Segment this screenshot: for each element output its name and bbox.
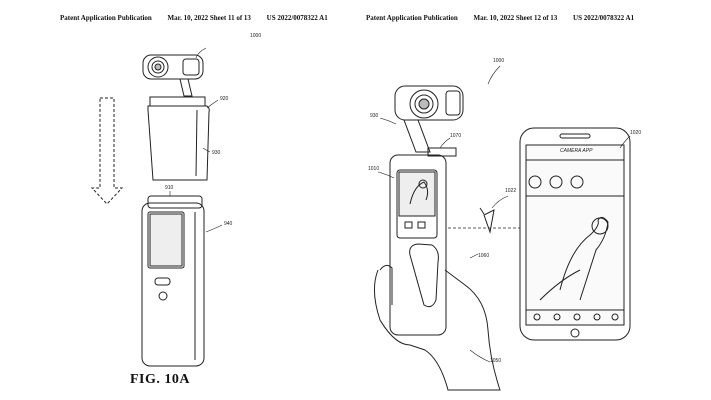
figure-caption: FIG. 10A [130, 372, 190, 387]
gimbal-camera-head [142, 54, 204, 97]
ref-numeral: 930 [370, 113, 379, 119]
date-sheet-label: Mar. 10, 2022 Sheet 12 of 13 [473, 14, 558, 22]
publication-label: Patent Application Publication [366, 14, 458, 22]
dashed-assembly-arrow [90, 97, 124, 205]
ref-numeral: 1022 [505, 188, 517, 194]
ref-numeral: 1000 [493, 58, 505, 64]
ref-numeral: 1060 [478, 253, 490, 259]
leader-lines-left [169, 47, 223, 233]
ref-numeral: 1000 [250, 33, 262, 39]
handle-body [141, 195, 205, 367]
publication-label: Patent Application Publication [60, 14, 152, 22]
hand-holding-device [374, 243, 501, 391]
ref-numeral: 920 [220, 96, 229, 102]
ref-numeral: 1020 [630, 130, 642, 136]
handheld-camera-device [389, 85, 464, 336]
ref-numeral: 1070 [450, 133, 462, 139]
publication-number: US 2022/0078322 A1 [266, 14, 328, 22]
page-header-left: Patent Application Publication Mar. 10, … [60, 14, 342, 22]
phone-app-title: CAMERA APP [560, 148, 593, 154]
ref-numeral: 940 [224, 221, 233, 227]
ref-numeral: 910 [165, 185, 174, 191]
ref-numeral: 1010 [368, 166, 380, 172]
gimbal-adapter-sleeve [147, 96, 210, 181]
ref-numeral: 930 [212, 150, 221, 156]
date-sheet-label: Mar. 10, 2022 Sheet 11 of 13 [167, 14, 251, 22]
page-header-right: Patent Application Publication Mar. 10, … [366, 14, 648, 22]
publication-number: US 2022/0078322 A1 [573, 14, 635, 22]
smartphone [519, 127, 631, 341]
ref-numeral: 1050 [490, 358, 502, 364]
wireless-signal-icon [479, 207, 495, 234]
leader-lines-right [377, 65, 631, 363]
